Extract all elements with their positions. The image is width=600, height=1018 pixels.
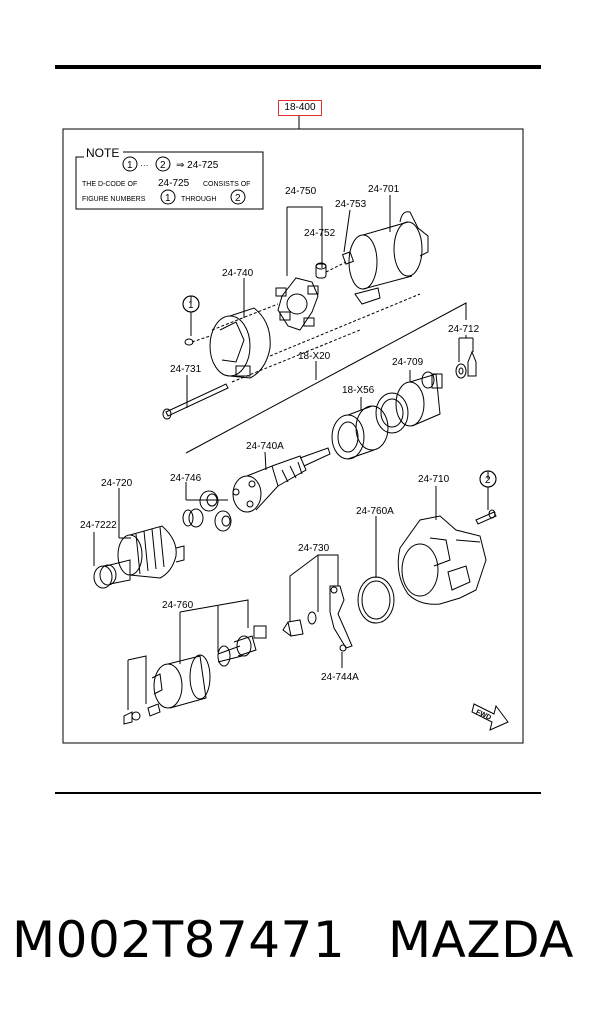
label-18-X20[interactable]: 18-X20 [298, 351, 331, 362]
brush-small [315, 262, 327, 279]
label-24-744A[interactable]: 24-744A [321, 672, 359, 683]
note-dcode-text: THE D-CODE OF [82, 181, 137, 188]
label-24-7222[interactable]: 24-7222 [80, 520, 117, 531]
planetary-gears [182, 490, 232, 532]
label-24-712[interactable]: 24-712 [448, 324, 480, 335]
footer: M002T87471 MAZDA [0, 905, 600, 975]
front-housing [397, 515, 487, 605]
rear-cover [209, 307, 271, 379]
callout-2[interactable]: 2 [479, 470, 497, 488]
pinion-ring [375, 392, 409, 434]
part-labels: 24-750 24-701 24-753 24-752 24-740 24-71… [80, 184, 480, 683]
label-24-753[interactable]: 24-753 [335, 199, 367, 210]
note-callout-3: 1 [165, 193, 171, 204]
group-code-box[interactable]: 18-400 [278, 100, 322, 116]
label-24-740[interactable]: 24-740 [222, 268, 254, 279]
label-24-760A[interactable]: 24-760A [356, 506, 394, 517]
label-24-730[interactable]: 24-730 [298, 543, 330, 554]
note-callout-1: 1 [127, 160, 133, 171]
alignment-dashes [211, 261, 421, 383]
diagram-frame [62, 128, 524, 744]
overrunning-clutch [331, 405, 389, 460]
label-24-701[interactable]: 24-701 [368, 184, 400, 195]
note-callout-2: 2 [160, 160, 166, 171]
note-consists-text: CONSISTS OF [203, 181, 250, 188]
housing-gasket [357, 576, 395, 624]
note-figure-text: FIGURE NUMBERS [82, 196, 146, 203]
note-arrow-code: ⇒ 24-725 [176, 160, 219, 171]
label-24-746[interactable]: 24-746 [170, 473, 202, 484]
callout-1[interactable]: 1 [182, 295, 200, 313]
fwd-label: FWD [475, 709, 492, 722]
label-24-740A[interactable]: 24-740A [246, 441, 284, 452]
through-bolt [162, 383, 229, 420]
callout-2-label: 2 [485, 475, 491, 486]
label-24-731[interactable]: 24-731 [170, 364, 202, 375]
note-heading: NOTE [86, 146, 119, 160]
label-24-709[interactable]: 24-709 [392, 357, 424, 368]
note-through-text: THROUGH [181, 196, 216, 203]
footer-brand: MAZDA [388, 911, 574, 969]
label-24-720[interactable]: 24-720 [101, 478, 133, 489]
dust-seals [455, 337, 477, 379]
bottom-rule [55, 792, 541, 794]
armature [93, 525, 185, 589]
callout-1-label: 1 [188, 300, 194, 311]
note-callout-4: 2 [235, 193, 241, 204]
planetary-shaft [232, 447, 331, 513]
leader-lines [93, 195, 489, 710]
label-18-X56[interactable]: 18-X56 [342, 385, 375, 396]
solenoid [123, 625, 267, 725]
footer-part-number: M002T87471 [12, 911, 346, 969]
note-dcode-ref: 24-725 [158, 178, 190, 189]
note-dots: ··· [140, 160, 149, 170]
fwd-arrow-icon: FWD [471, 703, 509, 731]
brush-holder [275, 277, 319, 331]
label-24-750[interactable]: 24-750 [285, 186, 317, 197]
top-rule [55, 65, 541, 69]
group-code-label: 18-400 [284, 102, 316, 113]
field-coil-housing [341, 211, 429, 305]
drive-lever-kit [282, 585, 353, 652]
label-24-752[interactable]: 24-752 [304, 228, 336, 239]
note-box: NOTE 1 ··· 2 ⇒ 24-725 THE D-CODE OF 24-7… [75, 146, 264, 210]
label-24-710[interactable]: 24-710 [418, 474, 450, 485]
label-24-760[interactable]: 24-760 [162, 600, 194, 611]
